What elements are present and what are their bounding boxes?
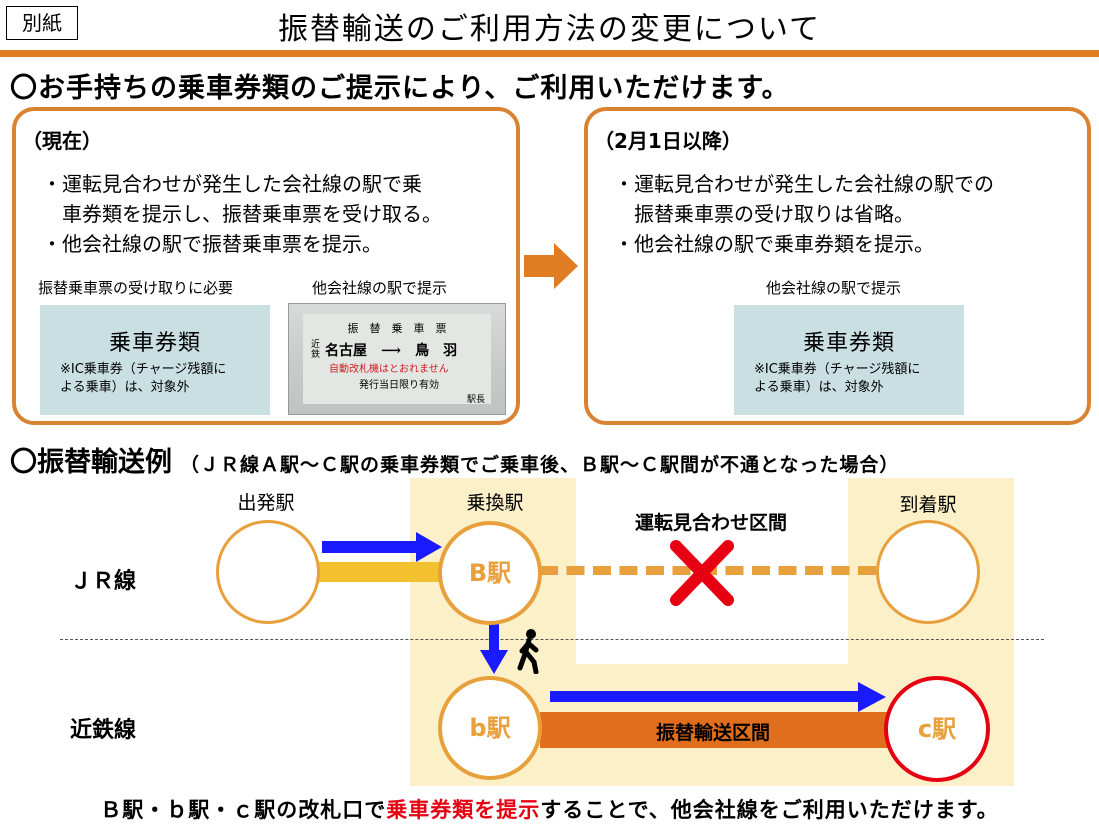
station-c-circle: c駅 (884, 676, 990, 782)
slip-validity: 発行当日限り有効 (359, 380, 439, 391)
ticket-note-line1: ※IC乗車券（チャージ残額に (60, 362, 227, 377)
page-title: 振替輸送のご利用方法の変更について (277, 12, 822, 47)
footer-before: Ｂ駅・ｂ駅・ｃ駅の改札口で (100, 798, 387, 822)
station-b-label: b駅 (469, 714, 511, 742)
ticket-note: ※IC乗車券（チャージ残額に よる乗車）は、対象外 (40, 361, 270, 397)
slip-stamp: 駅長 (466, 395, 485, 405)
suspension-x-icon (670, 540, 734, 606)
ticket-note-after-line1: ※IC乗車券（チャージ残額に (754, 362, 921, 377)
current-box: （現在） ・運転見合わせが発生した会社線の駅で乗 車券類を提示し、振替乗車票を受… (12, 107, 520, 425)
arrow-a-to-b (322, 532, 442, 562)
change-arrow-icon (524, 243, 578, 289)
transfer-slip: 振 替 乗 車 票 近鉄 名古屋 ⟶ 鳥 羽 自動改札機はとおれません 発行当日… (303, 314, 491, 405)
slip-side: 近鉄 (311, 340, 321, 360)
slip-route: 名古屋 ⟶ 鳥 羽 (325, 343, 458, 359)
walking-person-icon (517, 629, 539, 674)
ticket-card-current: 乗車券類 ※IC乗車券（チャージ残額に よる乗車）は、対象外 (40, 305, 270, 415)
arrow-b-to-c (550, 682, 886, 712)
current-bullet-1: ・運転見合わせが発生した会社線の駅で乗 (42, 172, 422, 196)
transfer-slip-photo: 振 替 乗 車 票 近鉄 名古屋 ⟶ 鳥 羽 自動改札機はとおれません 発行当日… (288, 303, 506, 415)
station-a-circle (216, 520, 320, 624)
suspended-section-label: 運転見合わせ区間 (634, 512, 787, 534)
after-bullet-1: ・運転見合わせが発生した会社線の駅での (614, 172, 994, 196)
slip-warning: 自動改札機はとおれません (329, 364, 449, 375)
departure-label: 出発駅 (237, 492, 295, 514)
arrival-label: 到着駅 (899, 494, 957, 516)
ticket-title-after: 乗車券類 (802, 331, 895, 356)
footer-after: することで、他会社線をご利用いただけます。 (540, 798, 999, 822)
ticket-note-after-line2: よる乗車）は、対象外 (754, 380, 884, 395)
section2-heading: 〇振替輸送例 （ＪＲ線Ａ駅～Ｃ駅の乗車券類でご乗車後、Ｂ駅～Ｃ駅間が不通となった場… (10, 440, 899, 479)
ticket-note-after: ※IC乗車券（チャージ残額に よる乗車）は、対象外 (734, 361, 964, 397)
transfer-label: 乗換駅 (466, 492, 524, 514)
alternative-section-label: 振替輸送区間 (655, 722, 770, 744)
caption-ticket-needed: 振替乗車票の受け取りに必要 (38, 279, 234, 297)
after-bullet-2: 振替乗車票の受け取りは省略。 (614, 202, 914, 226)
jr-track-ridden (318, 562, 442, 582)
current-bullet-3: ・他会社線の駅で振替乗車票を提示。 (42, 232, 382, 256)
caption-show-other-line-after: 他会社線の駅で提示 (766, 279, 902, 297)
kintetsu-track (540, 712, 890, 748)
after-bullet-3: ・他会社線の駅で乗車券類を提示。 (614, 232, 934, 256)
station-C-circle (876, 520, 980, 624)
station-B-circle: B駅 (438, 521, 542, 625)
jr-line-label: ＪＲ線 (70, 569, 137, 594)
footer-note: Ｂ駅・ｂ駅・ｃ駅の改札口で乗車券類を提示することで、他会社線をご利用いただけます… (0, 794, 1099, 824)
current-bullet-2: 車券類を提示し、振替乗車票を受け取る。 (42, 202, 442, 226)
caption-show-other-line: 他会社線の駅で提示 (312, 279, 448, 297)
arrow-transfer-down (480, 618, 508, 674)
after-box: （2月1日以降） ・運転見合わせが発生した会社線の駅での 振替乗車票の受け取りは… (584, 107, 1091, 425)
footer-highlight: 乗車券類を提示 (386, 798, 541, 822)
attachment-tag: 別紙 (6, 6, 78, 40)
ticket-note-line2: よる乗車）は、対象外 (60, 380, 190, 395)
header-rule (0, 50, 1099, 57)
ticket-card-after: 乗車券類 ※IC乗車券（チャージ残額に よる乗車）は、対象外 (734, 305, 964, 415)
slip-title: 振 替 乗 車 票 (347, 322, 447, 335)
station-c-label: c駅 (917, 715, 957, 743)
current-label: （現在） (22, 129, 102, 153)
section1-heading: 〇お手持ちの乗車券類のご提示により、ご利用いただけます。 (10, 73, 790, 104)
section2-title: 〇振替輸送例 (10, 447, 172, 478)
station-b-circle: b駅 (438, 676, 542, 780)
ticket-title: 乗車券類 (108, 331, 201, 356)
station-B-label: B駅 (468, 559, 512, 587)
section2-subtitle: （ＪＲ線Ａ駅～Ｃ駅の乗車券類でご乗車後、Ｂ駅～Ｃ駅間が不通となった場合） (180, 454, 900, 476)
line-divider (60, 639, 1044, 640)
kintetsu-line-label: 近鉄線 (70, 718, 137, 743)
after-label: （2月1日以降） (594, 129, 742, 153)
